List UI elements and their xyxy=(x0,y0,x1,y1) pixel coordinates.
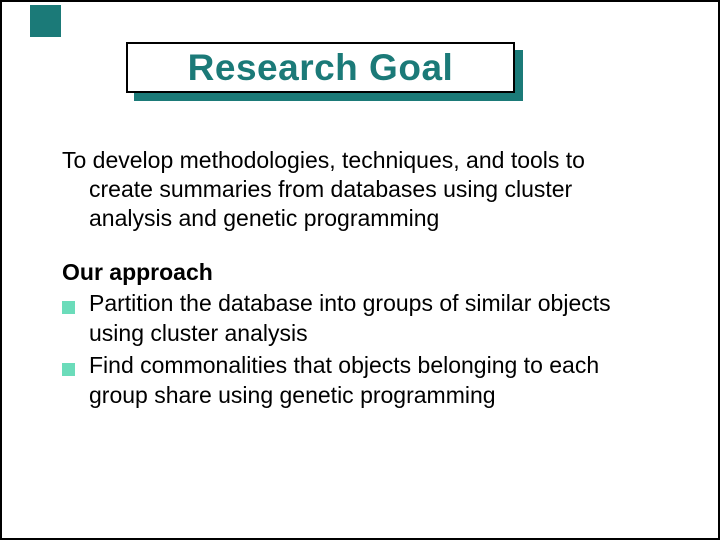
bullet-item: Partition the database into groups of si… xyxy=(62,288,699,348)
title-box: Research Goal xyxy=(126,42,515,93)
bullet-line: group share using genetic programming xyxy=(89,382,496,408)
bullet-line: Partition the database into groups of si… xyxy=(89,290,611,316)
paragraph-line: To develop methodologies, techniques, an… xyxy=(62,147,585,173)
bullet-line: Find commonalities that objects belongin… xyxy=(89,352,600,378)
paragraph-line: analysis and genetic programming xyxy=(89,205,440,231)
bullet-line: using cluster analysis xyxy=(89,320,308,346)
bullet-item: Find commonalities that objects belongin… xyxy=(62,350,699,410)
goal-paragraph: To develop methodologies, techniques, an… xyxy=(62,146,699,233)
approach-heading: Our approach xyxy=(62,259,213,285)
page-title: Research Goal xyxy=(187,46,454,88)
paragraph-line: create summaries from databases using cl… xyxy=(89,176,573,202)
corner-accent xyxy=(30,5,61,37)
square-bullet-icon xyxy=(62,301,75,314)
square-bullet-icon xyxy=(62,363,75,376)
